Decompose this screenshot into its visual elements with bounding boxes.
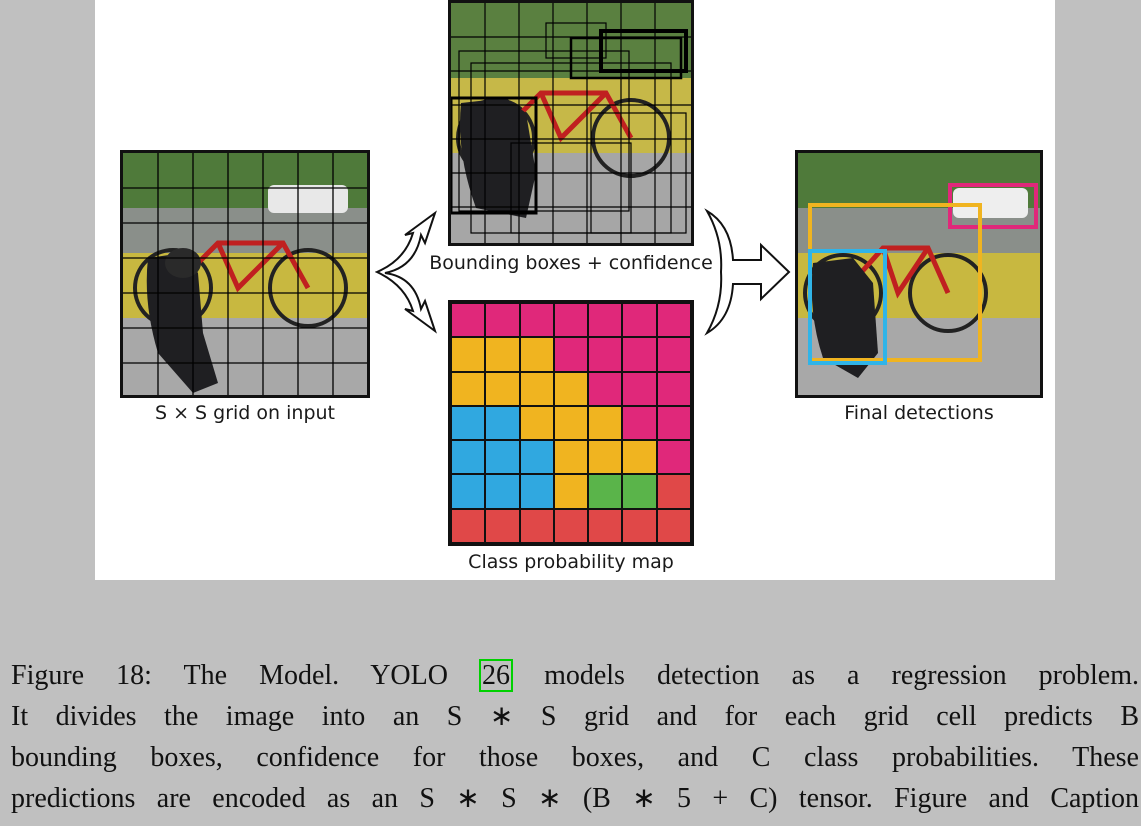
caption-line-1: Figure 18: The Model. YOLO 26 models det… [11,655,1139,696]
class-map-cell [485,474,520,509]
class-map-cell [622,303,657,338]
figure-caption: Figure 18: The Model. YOLO 26 models det… [11,655,1139,819]
class-map-cell [588,303,623,338]
class-map-cell [485,440,520,475]
class-map-cell [519,405,554,441]
class-map-cell [451,405,486,441]
class-map-cell [588,337,623,372]
class-map-cell [588,440,623,475]
class-map-cell [656,508,691,543]
caption-line-4: predictions are encoded as an S ∗ S ∗ (B… [11,783,1139,814]
class-map-cell [519,474,554,509]
class-map-cell [588,371,623,406]
class-map-cell [451,371,486,406]
class-map-cell [519,440,554,475]
class-map-cell [588,405,623,441]
class-probability-map [448,300,694,546]
class-map-cell [622,371,657,406]
class-map-cell [656,337,691,372]
class-map-cell [485,337,520,372]
class-map-cell [485,371,520,406]
class-map-cell [553,508,589,543]
caption-line-2: It divides the image into an S ∗ S grid … [11,701,1139,732]
citation-link[interactable]: 26 [479,659,514,692]
class-map-cell [485,508,520,543]
merge-arrow-icon [704,208,791,336]
class-map-cell [485,405,520,441]
class-map-cell [656,474,691,509]
final-detections-label: Final detections [844,402,994,424]
class-map-cell [519,371,554,406]
class-map-cell [622,405,657,441]
class-map-cell [451,337,486,372]
class-map-cell [519,337,554,372]
bounding-boxes-image [448,0,694,246]
class-map-cell [622,337,657,372]
class-map-cell [553,371,589,406]
split-arrow-icon [375,210,437,334]
class-map-cell [656,371,691,406]
class-map-cell [553,405,589,441]
class-map-cell [622,440,657,475]
class-map-cell [588,474,623,509]
class-map-cell [485,303,520,338]
final-detections-image [795,150,1043,398]
class-map-cell [553,337,589,372]
class-map-cell [656,405,691,441]
class-map-label: Class probability map [468,551,674,573]
class-map-cell [656,440,691,475]
class-map-cell [519,303,554,338]
caption-line-3: bounding boxes, confidence for those box… [11,742,1139,773]
class-map-cell [451,508,486,543]
class-map-cell [519,508,554,543]
class-map-cell [553,474,589,509]
class-map-cell [451,440,486,475]
class-map-cell [553,440,589,475]
class-map-cell [553,303,589,338]
caption-text: Figure 18: The Model. YOLO [11,660,481,691]
input-grid-image [120,150,370,398]
detection-dog-box [808,249,887,365]
class-map-cell [451,474,486,509]
grid-input-label: S × S grid on input [155,402,335,424]
figure-panel: S × S grid on input [95,0,1055,580]
caption-text: models detection as a regression problem… [512,660,1139,691]
class-map-cell [622,508,657,543]
class-map-cell [656,303,691,338]
bounding-boxes-label: Bounding boxes + confidence [429,252,713,274]
class-map-cell [451,303,486,338]
class-map-cell [588,508,623,543]
class-map-cell [622,474,657,509]
